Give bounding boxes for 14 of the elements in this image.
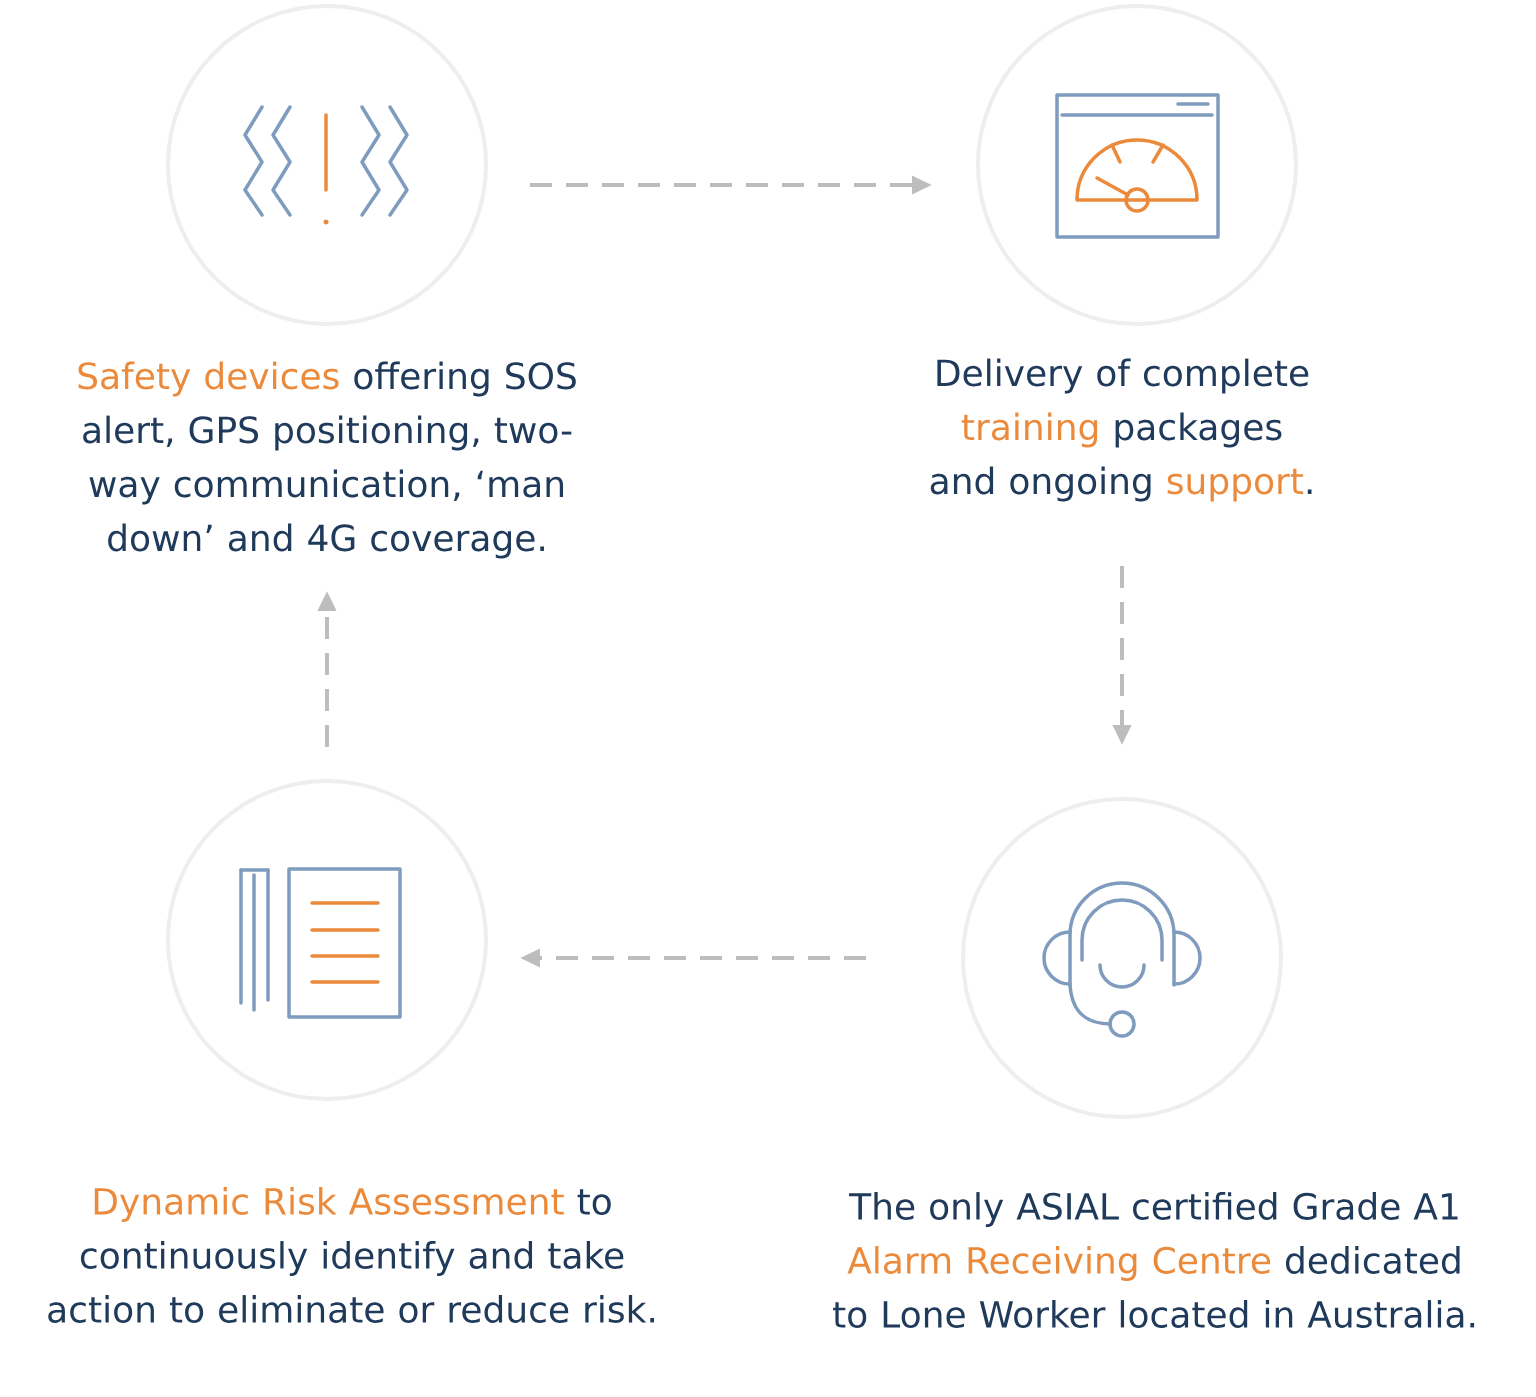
node-label: support (1167, 468, 1304, 502)
node-label: packages (1115, 412, 1282, 448)
icon-circle (166, 4, 488, 326)
description-text: Dynamic Risk Assessment to continuously identify and take action to eliminate or reduce risk. (48, 1187, 654, 1323)
node-label: Delivery of complete (937, 358, 1309, 394)
description-text: The only ASIAL certified Grade A1 Alarm Receiving Centre dedicated to Lone Worker located in Australia. (833, 1192, 1475, 1328)
icon-circle (166, 779, 488, 1101)
node-label: . (1307, 489, 1312, 494)
description-text: Safety devices offering SOS alert, GPS positioning, two-way communication, ‘man down’ and 4G coverage. (78, 361, 576, 559)
icon-circle (976, 4, 1298, 326)
node-label: and ongoing (930, 466, 1151, 502)
description-text: Delivery of complete training packages and ongoing support. (930, 358, 1312, 502)
icon-circle (961, 797, 1283, 1119)
node-label: training (961, 412, 1098, 448)
